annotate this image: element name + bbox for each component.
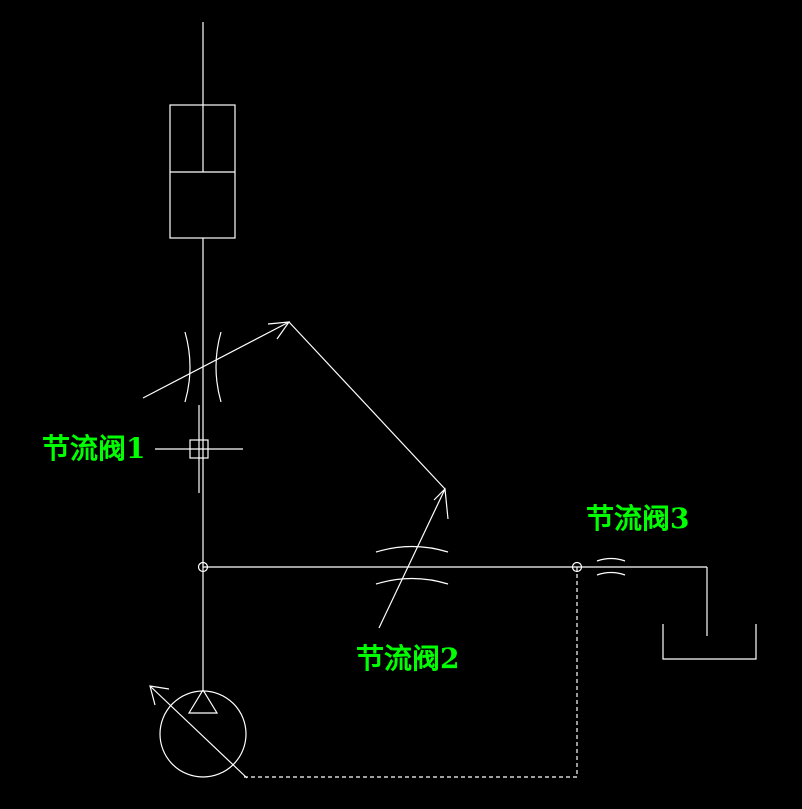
connection-link-diagonal <box>288 321 446 490</box>
valve3-arc-bottom <box>596 571 626 576</box>
valve1-arrow-shaft <box>142 321 290 399</box>
junction-node-left <box>197 561 209 573</box>
valve1-arrow-head <box>267 321 291 340</box>
oil-tank <box>662 624 757 660</box>
valve2-arc-bottom <box>375 577 449 585</box>
hydraulic-cylinder <box>169 22 236 239</box>
crosshair-marker <box>155 405 243 493</box>
label-throttle-valve-2: 节流阀2 <box>356 642 459 675</box>
label-throttle-valve-1: 节流阀1 <box>42 432 145 465</box>
throttle-valve-1-symbol <box>142 321 291 403</box>
throttle-valve-3-symbol <box>596 557 626 576</box>
crosshair-box <box>189 439 209 459</box>
label-throttle-valve-3: 节流阀3 <box>586 502 689 535</box>
variable-pump <box>149 685 248 779</box>
pump-outlet-triangle <box>187 688 219 714</box>
throttle-valve-2-symbol <box>375 487 449 629</box>
pilot-line-dashed <box>244 567 578 778</box>
pump-variable-arrow-head <box>149 685 170 706</box>
valve2-arrow-shaft <box>378 488 446 629</box>
valve2-arrow-head <box>433 487 449 520</box>
valve1-arc-left <box>184 331 191 403</box>
pump-variable-arrow-shaft <box>149 685 248 779</box>
valve3-arc-top <box>596 557 626 562</box>
valve2-arc-top <box>375 545 449 553</box>
junction-node-right <box>571 561 583 573</box>
valve1-arc-right <box>215 331 222 403</box>
